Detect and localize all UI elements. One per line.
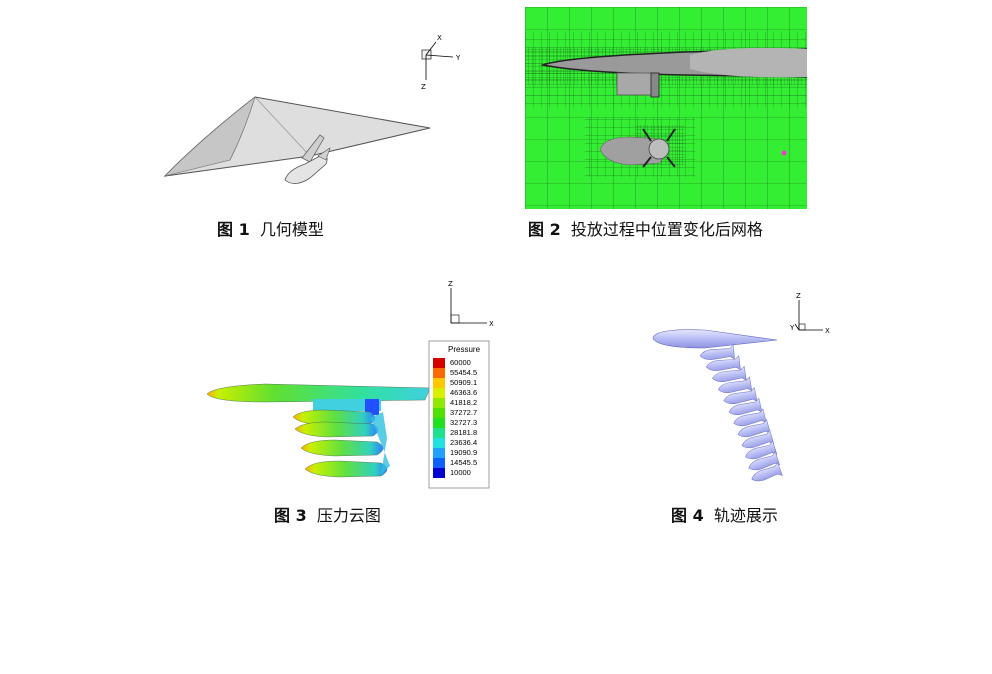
figure-1-geometry: X Y Z bbox=[163, 34, 461, 184]
store-silhouette bbox=[717, 376, 753, 393]
figure-2-title: 投放过程中位置变化后网格 bbox=[570, 220, 763, 239]
store-silhouette bbox=[712, 365, 747, 382]
figure-4-title: 轨迹展示 bbox=[713, 506, 778, 525]
figure-1-title: 几何模型 bbox=[259, 220, 324, 239]
legend-title: Pressure bbox=[448, 345, 481, 354]
store-silhouette bbox=[748, 451, 781, 471]
wing-contour bbox=[206, 383, 431, 403]
legend-swatch bbox=[433, 468, 445, 478]
axis-y-label: Y bbox=[789, 324, 795, 332]
store-trajectory bbox=[699, 344, 783, 482]
axis-y-label: Y bbox=[455, 54, 461, 62]
legend-value: 46363.6 bbox=[450, 388, 477, 397]
legend-swatch bbox=[433, 368, 445, 378]
axis-z-label: Z bbox=[796, 292, 801, 300]
store-silhouette bbox=[728, 397, 763, 416]
axis-x-label: X bbox=[825, 327, 830, 335]
axis-triad-fig4: Z X Y bbox=[789, 292, 830, 335]
axis-x-label: X bbox=[437, 34, 442, 42]
legend-value: 37272.7 bbox=[450, 408, 477, 417]
legend-value: 14545.5 bbox=[450, 458, 477, 467]
figure-4-caption: 图 4 轨迹展示 bbox=[671, 502, 778, 526]
figure-4-trajectory: Z X Y bbox=[652, 292, 830, 482]
legend-value: 41818.2 bbox=[450, 398, 477, 407]
legend-swatch bbox=[433, 438, 445, 448]
probe-marker bbox=[781, 150, 787, 156]
wing-outline bbox=[652, 329, 778, 349]
store-silhouette bbox=[699, 344, 735, 360]
axis-z-label: Z bbox=[421, 83, 426, 91]
legend-value: 50909.1 bbox=[450, 378, 477, 387]
store-silhouette bbox=[741, 429, 775, 449]
figure-2-mesh bbox=[525, 7, 807, 209]
figure-3-caption: 图 3 压力云图 bbox=[274, 502, 381, 526]
legend-value: 28181.8 bbox=[450, 428, 477, 437]
store-silhouette bbox=[705, 355, 741, 371]
legend-value: 10000 bbox=[450, 468, 471, 477]
wing-shading bbox=[164, 96, 256, 177]
legend-swatch bbox=[433, 428, 445, 438]
legend-value: 23636.4 bbox=[450, 438, 477, 447]
legend-swatch bbox=[433, 358, 445, 368]
axis-triad-fig1: X Y Z bbox=[421, 34, 461, 91]
figure-4-label: 图 4 bbox=[671, 506, 704, 525]
figure-1-label: 图 1 bbox=[217, 220, 250, 239]
axis-triad-fig3: Z X bbox=[448, 280, 494, 328]
legend-swatch bbox=[433, 388, 445, 398]
figure-3-pressure: Z X Pressure 6000055454.550909.146363.64… bbox=[206, 280, 494, 489]
pressure-legend: Pressure 6000055454.550909.146363.641818… bbox=[428, 340, 490, 489]
legend-value: 32727.3 bbox=[450, 418, 477, 427]
legend-swatch bbox=[433, 458, 445, 468]
figure-1-caption: 图 1 几何模型 bbox=[217, 216, 324, 240]
pylon-contour bbox=[313, 399, 381, 411]
figure-3-title: 压力云图 bbox=[316, 506, 381, 525]
store-silhouette bbox=[751, 461, 783, 482]
figure-3-label: 图 3 bbox=[274, 506, 307, 525]
pylon bbox=[301, 134, 325, 163]
figure-2-caption: 图 2 投放过程中位置变化后网格 bbox=[528, 216, 763, 240]
axis-z-label: Z bbox=[448, 280, 453, 288]
store-silhouette bbox=[745, 440, 778, 460]
legend-value: 55454.5 bbox=[450, 368, 477, 377]
legend-swatch bbox=[433, 408, 445, 418]
legend-swatch bbox=[433, 398, 445, 408]
legend-swatch bbox=[433, 418, 445, 428]
store-instances bbox=[292, 409, 390, 478]
legend-swatch bbox=[433, 448, 445, 458]
store-silhouette bbox=[733, 408, 767, 427]
legend-value: 60000 bbox=[450, 358, 471, 367]
axis-x-label: X bbox=[489, 320, 494, 328]
store-silhouette bbox=[723, 387, 758, 405]
store-silhouette bbox=[737, 419, 771, 438]
figure-2-label: 图 2 bbox=[528, 220, 561, 239]
legend-swatch bbox=[433, 378, 445, 388]
legend-value: 19090.9 bbox=[450, 448, 477, 457]
